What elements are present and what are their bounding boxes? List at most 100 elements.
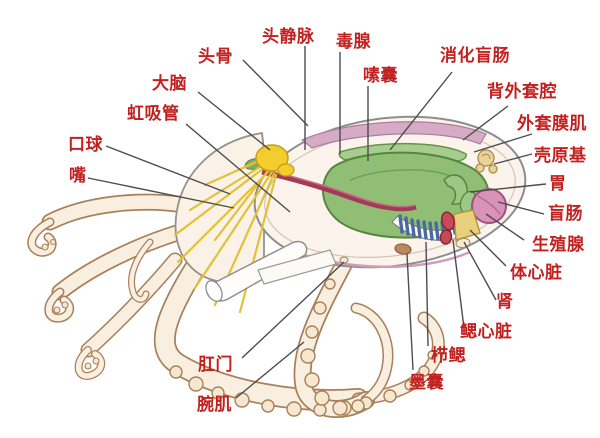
nerve-fiber [203, 156, 267, 187]
sucker [300, 348, 316, 364]
suckers-curled-arm [300, 278, 365, 416]
label-kidney: 肾 [496, 292, 514, 311]
sucker [84, 362, 92, 370]
label-arm-muscle: 腕肌 [197, 394, 232, 414]
sucker [211, 386, 225, 400]
label-systemic-heart: 体心脏 [510, 262, 563, 282]
pointer-buccal-mass [105, 145, 231, 195]
esophagus-highlight [263, 169, 416, 208]
yellow-sac-organ [453, 209, 481, 241]
anus-organ [339, 256, 349, 264]
gill-filament [416, 219, 422, 239]
branchial-heart-organ [439, 229, 453, 245]
label-comb-gill: 栉鳃 [431, 345, 466, 365]
sucker [314, 390, 330, 406]
shell-rudiment-organ [475, 149, 498, 174]
pointer-arm-muscle [235, 341, 305, 399]
sucker [351, 399, 365, 413]
sucker [304, 372, 320, 388]
nerve-fiber [193, 170, 274, 290]
gill-filament [422, 220, 428, 240]
systemic-heart-organ [441, 211, 455, 231]
suckers-arm-tips [41, 238, 100, 370]
shell-rudiment-swirl [481, 153, 491, 160]
label-ink-sac: 墨囊 [409, 372, 444, 392]
pointer-comb-gill [425, 241, 429, 347]
sucker [41, 243, 49, 251]
gill-filament [404, 216, 410, 236]
label-shell-rudiment: 壳原基 [533, 145, 587, 165]
nerve-fiber [176, 168, 272, 264]
pointer-digestive-cecum [389, 71, 453, 151]
sucker [313, 403, 327, 417]
sucker [404, 379, 416, 391]
pointer-branchial-heart [452, 239, 465, 329]
nerve-fiber [213, 166, 272, 242]
digestive-gland-highlight [349, 169, 456, 181]
gill-filament [410, 218, 416, 238]
pointer-dorsal-mantle-cavity [462, 105, 509, 141]
label-gonad: 生殖腺 [532, 234, 585, 254]
nerve-fiber [173, 163, 270, 237]
shell-rudiment-circle [475, 163, 485, 173]
pointer-cecum [497, 201, 545, 215]
brain-ganglion [255, 144, 289, 172]
sucker [53, 306, 61, 314]
label-mantle-muscle: 外套膜肌 [517, 113, 587, 133]
brain-lobe [277, 163, 295, 177]
pointer-stomach [469, 183, 547, 193]
pointer-siphon [185, 123, 291, 213]
sucker [234, 392, 250, 408]
label-dorsal-mantle-cavity: 背外套腔 [487, 81, 557, 101]
shell-rudiment-circle [477, 149, 495, 167]
sucker [383, 389, 397, 403]
gonad-organ [471, 188, 507, 224]
pointer-mantle-muscle [473, 133, 533, 153]
sucker [169, 365, 183, 379]
tentacles [27, 193, 445, 419]
label-poison-gland: 毒腺 [336, 31, 371, 51]
labels: 头静脉 毒腺 头骨 嗉囊 消化盲肠 大脑 背外套腔 虹吸管 外套膜肌 口球 壳原… [68, 26, 587, 414]
label-stomach: 胃 [549, 174, 567, 193]
label-digestive-cecum: 消化盲肠 [440, 45, 510, 65]
dorsal-mantle-cavity-band [300, 121, 487, 149]
sucker [188, 376, 204, 392]
sucker [286, 401, 302, 417]
label-anus: 肛门 [198, 354, 233, 374]
pointer-mouth [87, 177, 235, 209]
sucker [427, 350, 437, 360]
sucker [313, 301, 327, 315]
label-buccal-mass: 口球 [68, 135, 103, 154]
pointer-brain [197, 91, 271, 151]
sucker [324, 278, 336, 290]
tentacle-left [44, 223, 189, 323]
pointer-anus [241, 261, 345, 359]
sucker [261, 399, 275, 413]
sucker [49, 238, 57, 246]
pointer-shell-rudiment [493, 153, 533, 165]
label-siphon: 虹吸管 [127, 103, 180, 123]
gill-filament [428, 221, 434, 241]
sucker [332, 400, 348, 416]
gonad-inner-line [477, 195, 501, 215]
label-cecum: 盲肠 [548, 203, 583, 223]
esophagus [261, 169, 417, 212]
pointer-ink-sac [406, 253, 414, 371]
label-mouth: 嘴 [69, 166, 87, 185]
tentacle-upper-left [27, 193, 194, 257]
sucker [305, 325, 319, 339]
label-head-vein: 头静脉 [262, 26, 315, 46]
pointer-lines [87, 46, 547, 399]
sucker [92, 357, 100, 365]
pointer-systemic-heart [469, 229, 507, 267]
label-crop: 嗉囊 [363, 65, 398, 85]
label-branchial-heart: 鳃心脏 [460, 321, 513, 341]
gill-filament [398, 214, 404, 234]
sucker [61, 301, 69, 309]
sucker [418, 365, 430, 377]
suckers-bottom-arm [169, 350, 437, 417]
head-outline [174, 131, 265, 284]
tentacle-small-middle [128, 238, 154, 303]
